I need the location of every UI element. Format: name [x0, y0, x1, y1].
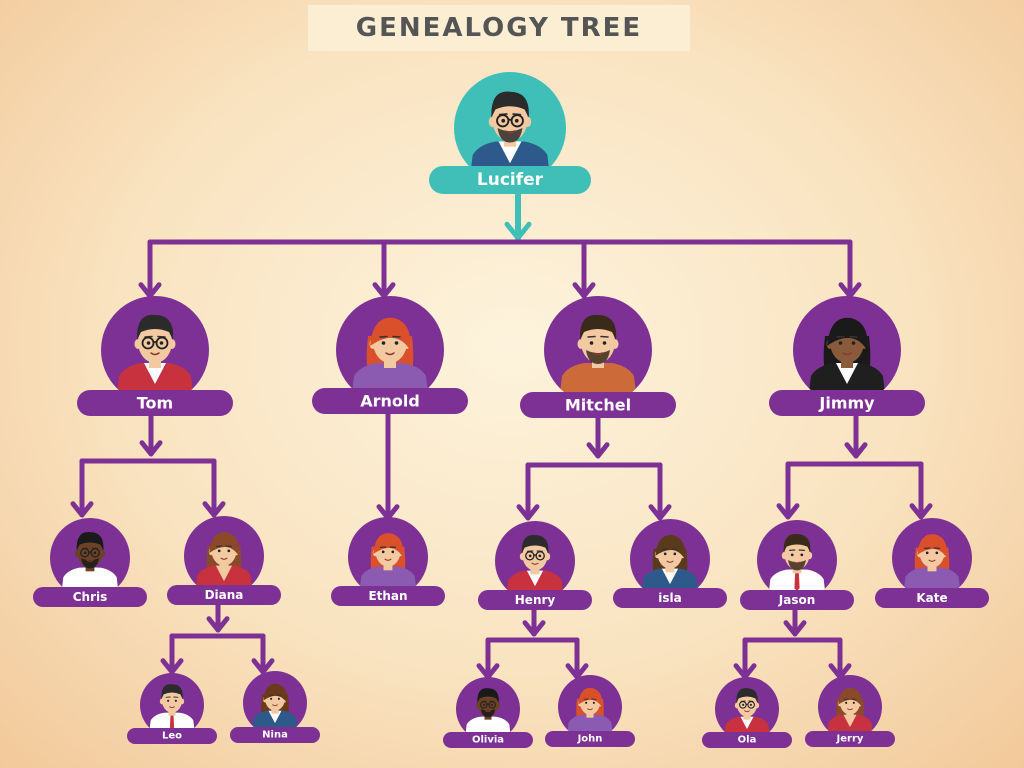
connector-layer: [70, 191, 933, 680]
name-label-bg: [740, 590, 854, 610]
member-henry[interactable]: Henry: [478, 521, 592, 610]
member-name: Diana: [205, 588, 244, 602]
connector-jason: [733, 607, 852, 680]
member-name: Jason: [778, 593, 816, 607]
connector-diana: [160, 602, 275, 675]
member-leo[interactable]: Leo: [127, 673, 217, 744]
member-jimmy[interactable]: Jimmy: [769, 296, 925, 416]
name-label-bg: [167, 585, 281, 605]
member-mitchel[interactable]: Mitchel: [520, 296, 676, 418]
member-name: Ethan: [368, 589, 407, 603]
member-name: Kate: [916, 591, 947, 605]
avatar-figure: [350, 317, 430, 404]
name-label-bg: [875, 588, 989, 608]
connector-tom: [70, 413, 226, 518]
member-isla[interactable]: isla: [613, 519, 727, 608]
member-name: Henry: [515, 593, 556, 607]
member-name: Chris: [73, 590, 108, 604]
member-arnold[interactable]: Arnold: [312, 296, 468, 414]
member-name: John: [577, 734, 603, 745]
member-name: Olivia: [472, 735, 504, 746]
member-name: Mitchel: [565, 396, 631, 415]
name-label-bg: [702, 732, 792, 748]
name-label-bg: [230, 727, 320, 743]
connector-arnold: [376, 411, 400, 521]
page-title: GENEALOGY TREE: [355, 13, 643, 43]
name-label-bg: [33, 587, 147, 607]
name-label-bg: [429, 166, 591, 194]
connector-jimmy: [776, 413, 933, 520]
member-john[interactable]: John: [545, 675, 635, 747]
name-label-bg: [805, 731, 895, 747]
member-tom[interactable]: Tom: [77, 296, 233, 416]
member-lucifer[interactable]: Lucifer: [429, 72, 591, 194]
member-name: Jerry: [836, 734, 864, 745]
member-chris[interactable]: Chris: [33, 518, 147, 607]
member-ola[interactable]: Ola: [702, 677, 792, 748]
member-kate[interactable]: Kate: [875, 518, 989, 608]
name-label-bg: [769, 390, 925, 416]
name-label-bg: [331, 586, 445, 606]
member-name: Nina: [262, 730, 288, 741]
name-label-bg: [520, 392, 676, 418]
connector-henry: [476, 607, 589, 680]
name-label-bg: [613, 588, 727, 608]
member-name: isla: [658, 591, 681, 605]
member-name: Jimmy: [818, 394, 875, 413]
name-label-bg: [443, 732, 533, 748]
name-label-bg: [545, 731, 635, 747]
member-jason[interactable]: Jason: [740, 520, 854, 610]
member-name: Tom: [137, 394, 173, 413]
member-name: Arnold: [360, 392, 420, 411]
member-diana[interactable]: Diana: [167, 516, 281, 605]
member-name: Ola: [738, 735, 757, 746]
member-nina[interactable]: Nina: [230, 671, 320, 743]
member-olivia[interactable]: Olivia: [443, 677, 533, 748]
member-name: Leo: [162, 731, 182, 742]
name-label-bg: [478, 590, 592, 610]
name-label-bg: [127, 728, 217, 744]
title-banner: GENEALOGY TREE: [308, 5, 690, 51]
connector-lucifer: [138, 191, 862, 299]
name-label-bg: [77, 390, 233, 416]
member-ethan[interactable]: Ethan: [331, 517, 445, 606]
name-label-bg: [312, 388, 468, 414]
member-name: Lucifer: [477, 170, 544, 190]
connector-mitchel: [516, 415, 672, 521]
member-jerry[interactable]: Jerry: [805, 675, 895, 747]
